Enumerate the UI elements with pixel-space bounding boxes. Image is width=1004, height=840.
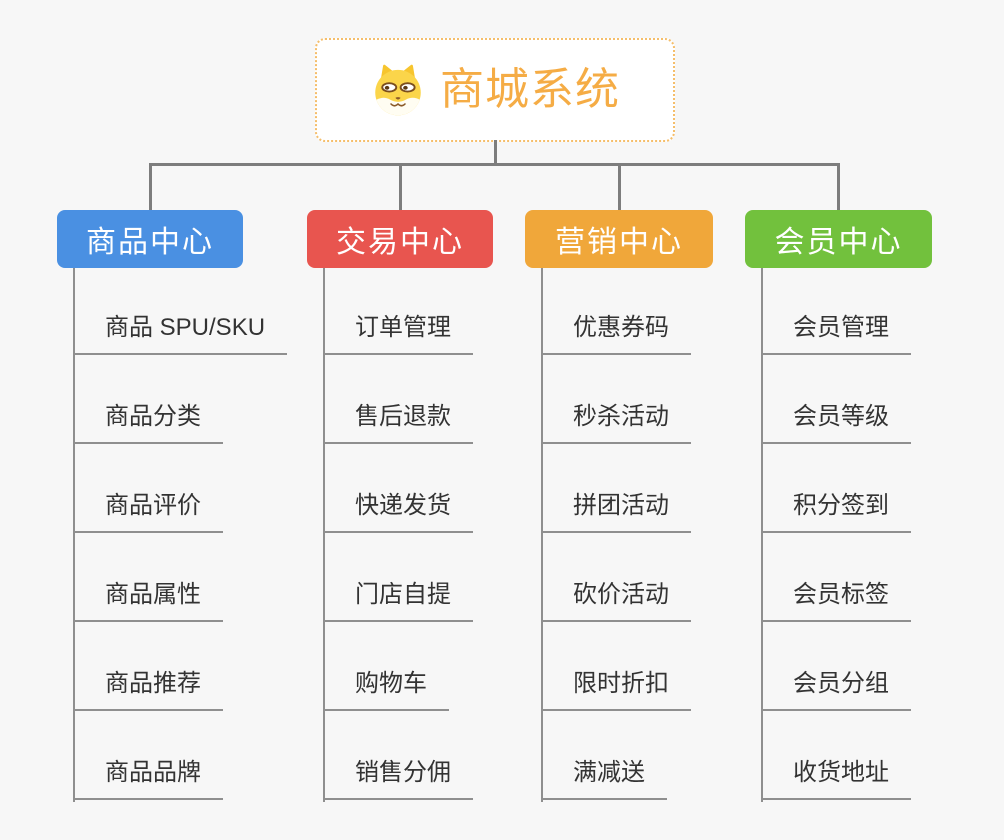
leaf-node-marketing-center-0[interactable]: 优惠券码 [541,311,691,355]
branch-node-trade-center[interactable]: 交易中心 [307,210,493,268]
bus-line [148,163,840,166]
leaf-node-trade-center-2[interactable]: 快递发货 [323,489,473,533]
drop-line-member-center [837,163,840,210]
leaf-node-trade-center-1[interactable]: 售后退款 [323,400,473,444]
leaf-node-marketing-center-5[interactable]: 满减送 [541,756,667,800]
child-trunk-line-marketing-center [541,268,543,802]
drop-line-marketing-center [617,163,621,210]
root-node-mall-system[interactable]: 商城系统 [315,38,675,142]
leaf-node-product-center-3[interactable]: 商品属性 [73,578,223,622]
root-title: 商城系统 [440,65,620,114]
leaf-node-trade-center-5[interactable]: 销售分佣 [323,756,473,800]
leaf-node-marketing-center-4[interactable]: 限时折扣 [541,667,691,711]
leaf-node-product-center-1[interactable]: 商品分类 [73,400,223,444]
leaf-node-product-center-5[interactable]: 商品品牌 [73,756,223,800]
leaf-node-product-center-4[interactable]: 商品推荐 [73,667,223,711]
leaf-node-member-center-4[interactable]: 会员分组 [761,667,911,711]
branch-node-marketing-center[interactable]: 营销中心 [525,210,713,268]
leaf-node-trade-center-3[interactable]: 门店自提 [323,578,473,622]
leaf-node-marketing-center-3[interactable]: 砍价活动 [541,578,691,622]
branch-node-member-center[interactable]: 会员中心 [745,210,932,268]
leaf-node-member-center-5[interactable]: 收货地址 [761,756,911,800]
child-trunk-line-trade-center [323,268,325,802]
leaf-node-member-center-2[interactable]: 积分签到 [761,489,911,533]
child-trunk-line-member-center [761,268,763,802]
leaf-node-member-center-0[interactable]: 会员管理 [761,311,911,355]
drop-line-product-center [148,163,152,210]
root-trunk-line [493,140,497,165]
leaf-node-trade-center-4[interactable]: 购物车 [323,667,449,711]
leaf-node-member-center-3[interactable]: 会员标签 [761,578,911,622]
branch-node-product-center[interactable]: 商品中心 [57,210,243,268]
leaf-node-marketing-center-1[interactable]: 秒杀活动 [541,400,691,444]
drop-line-trade-center [398,163,402,210]
leaf-node-product-center-0[interactable]: 商品 SPU/SKU [73,311,288,355]
leaf-node-trade-center-0[interactable]: 订单管理 [323,311,473,355]
leaf-node-marketing-center-2[interactable]: 拼团活动 [541,489,691,533]
leaf-node-product-center-2[interactable]: 商品评价 [73,489,223,533]
leaf-node-member-center-1[interactable]: 会员等级 [761,400,911,444]
child-trunk-line-product-center [73,268,75,802]
dog-face-icon [375,64,421,116]
